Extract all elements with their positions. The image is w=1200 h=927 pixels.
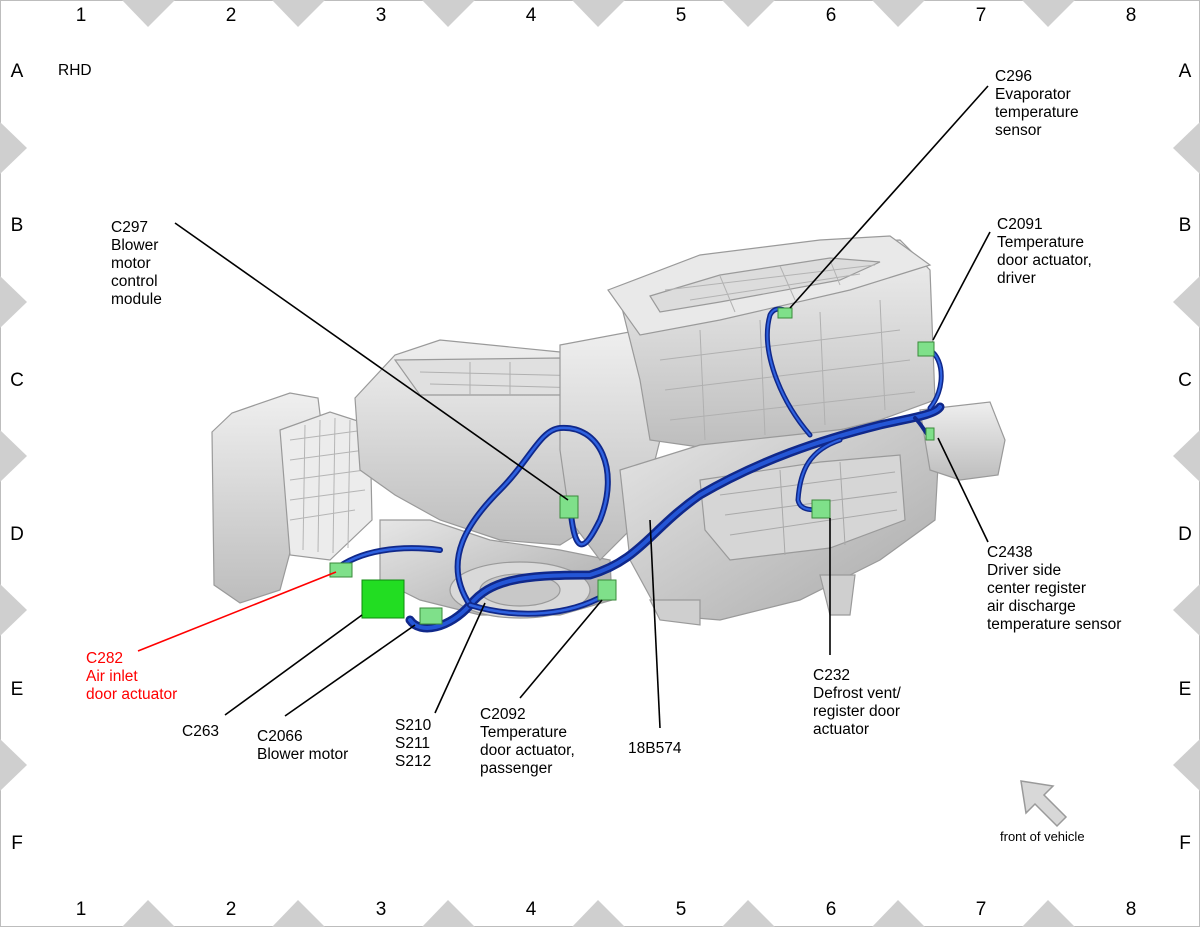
leader-c282 [137, 571, 337, 652]
col-label: 6 [826, 899, 837, 920]
orientation-label: RHD [58, 62, 92, 79]
front-of-vehicle-arrow-icon [1020, 780, 1068, 828]
leader-lines [137, 85, 991, 729]
grid-row-labels-right: A B C D E F [1178, 61, 1192, 854]
col-label: 3 [376, 5, 387, 26]
callout-s210-s211-s212: S210 S211 S212 [395, 717, 436, 770]
col-label: 1 [76, 899, 87, 920]
grid-column-labels-bottom: 1 2 3 4 5 6 7 8 [76, 899, 1137, 920]
leader-c297 [174, 222, 569, 501]
leader-c2066 [284, 624, 416, 717]
row-label: B [11, 215, 24, 236]
row-label: E [11, 679, 24, 700]
leader-s210 [434, 602, 486, 714]
col-label: 4 [526, 899, 537, 920]
connector-c297 [559, 495, 579, 519]
row-label: E [1179, 679, 1192, 700]
col-label: 4 [526, 5, 537, 26]
leader-c2438 [937, 437, 989, 543]
connector-c296 [777, 307, 793, 319]
callout-c263: C263 [182, 723, 219, 740]
col-label: 6 [826, 5, 837, 26]
callout-c282: C282 Air inlet door actuator [86, 650, 177, 703]
row-label: D [10, 524, 24, 545]
callout-c2066: C2066 Blower motor [257, 728, 348, 763]
connectors [329, 307, 935, 625]
row-label: F [11, 833, 23, 854]
connector-c232 [811, 499, 831, 519]
row-label: A [11, 61, 24, 82]
leader-c296 [789, 85, 989, 309]
col-label: 8 [1126, 899, 1137, 920]
callout-c232: C232 Defrost vent/ register door actuato… [813, 667, 905, 738]
leader-c2091 [932, 231, 991, 341]
leader-18b574 [649, 519, 661, 729]
row-label: D [1178, 524, 1192, 545]
connector-c263 [361, 579, 405, 619]
leader-c2092 [519, 599, 603, 699]
col-label: 5 [676, 899, 687, 920]
connector-c282 [329, 562, 353, 578]
callout-18b574: 18B574 [628, 740, 682, 757]
grid-column-labels-top: 1 2 3 4 5 6 7 8 [76, 5, 1137, 26]
front-of-vehicle-label: front of vehicle [1000, 829, 1085, 844]
row-label: C [10, 370, 24, 391]
row-label: C [1178, 370, 1192, 391]
connector-c2092 [597, 579, 617, 601]
grid-row-labels-left: A B C D E F [10, 61, 24, 854]
callout-c2438: C2438 Driver side center register air di… [987, 544, 1121, 633]
col-label: 7 [976, 5, 987, 26]
connector-c2438 [925, 427, 935, 441]
callout-c296: C296 Evaporator temperature sensor [995, 68, 1083, 139]
col-label: 5 [676, 5, 687, 26]
col-label: 7 [976, 899, 987, 920]
callout-c2092: C2092 Temperature door actuator, passeng… [480, 706, 579, 777]
connector-c2091 [917, 341, 935, 357]
col-label: 8 [1126, 5, 1137, 26]
row-label: A [1179, 61, 1192, 82]
wiring-harness-18b574 [332, 306, 945, 633]
callout-c2091: C2091 Temperature door actuator, driver [997, 216, 1096, 287]
leader-c263 [224, 614, 363, 716]
col-label: 1 [76, 5, 87, 26]
col-label: 2 [226, 899, 237, 920]
col-label: 3 [376, 899, 387, 920]
callout-c297: C297 Blower motor control module [111, 219, 163, 308]
connector-c2066 [419, 607, 443, 625]
col-label: 2 [226, 5, 237, 26]
row-label: F [1179, 833, 1191, 854]
row-label: B [1179, 215, 1192, 236]
